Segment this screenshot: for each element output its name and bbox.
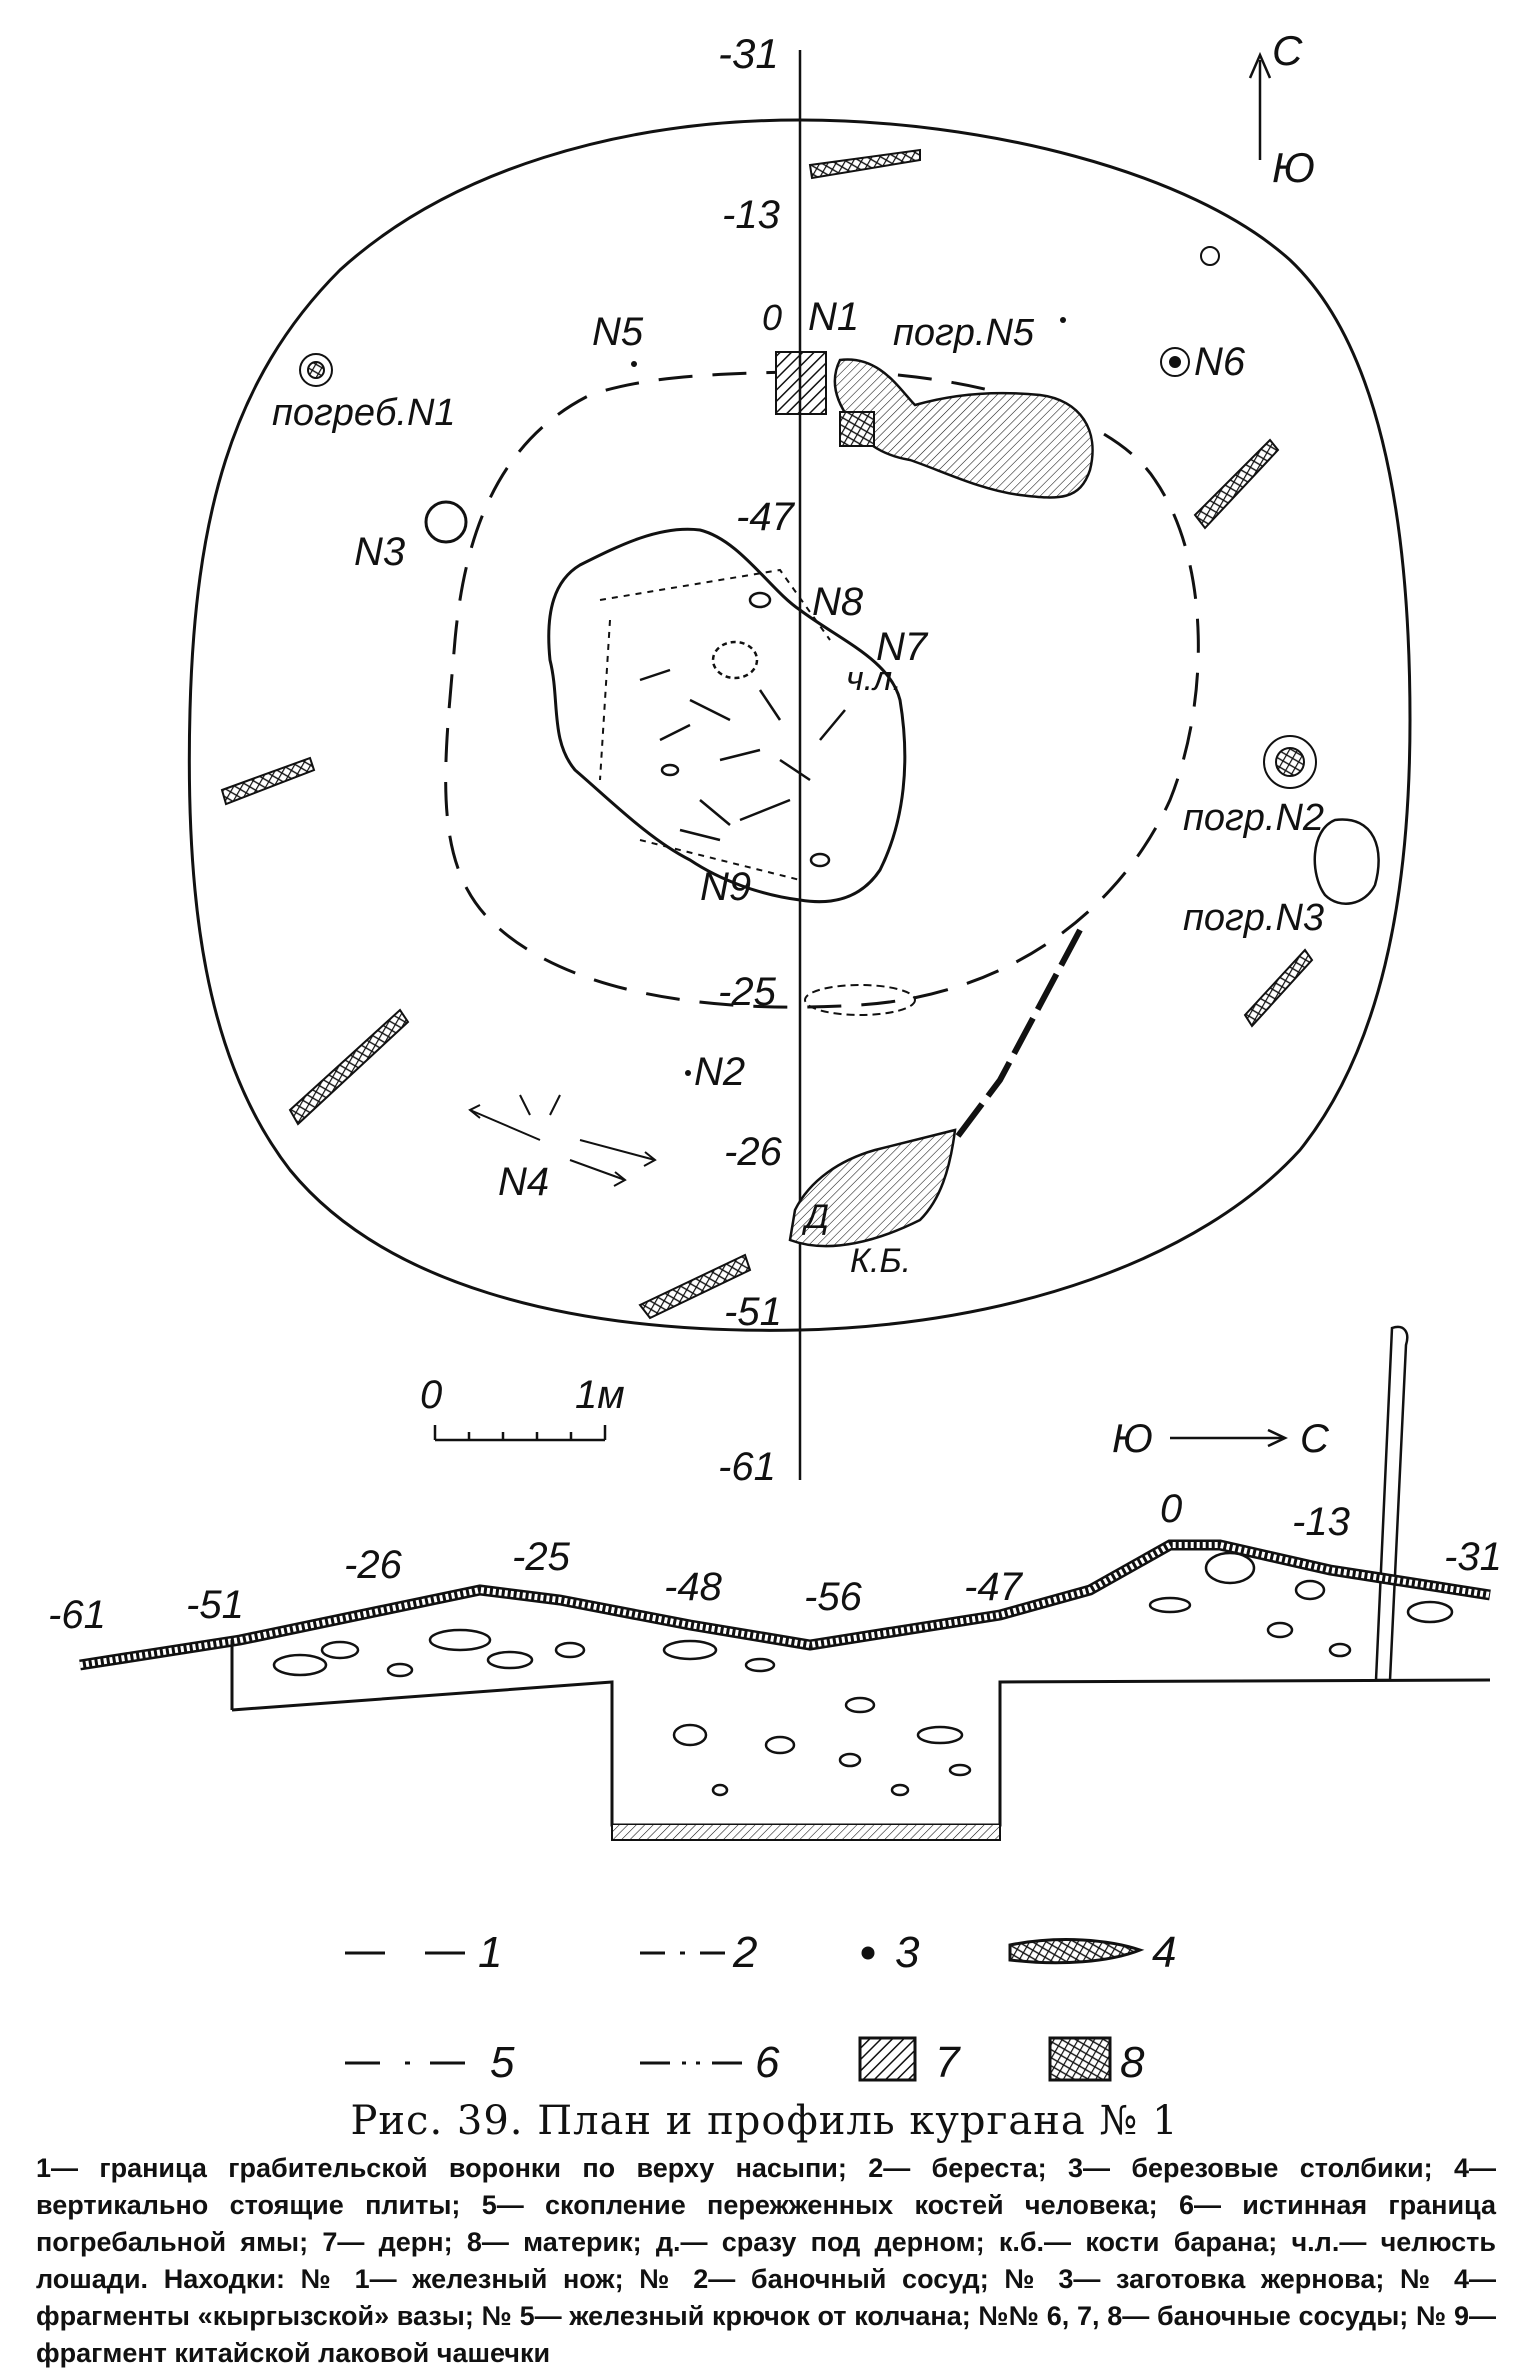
north-label-yu: Ю <box>1272 144 1315 191</box>
profile-dir-c: С <box>1300 1417 1330 1461</box>
dot-n5 <box>631 361 637 367</box>
burial-5-label: погр.N5 <box>893 312 1035 354</box>
legend-label-4: 4 <box>1152 1928 1176 1977</box>
pit-bones-group <box>639 591 846 868</box>
profile-label-m31: -31 <box>1444 1535 1502 1579</box>
burial-1-label: погреб.N1 <box>272 392 456 434</box>
n6-symbol <box>1160 347 1190 377</box>
axis-label-m47: -47 <box>736 495 796 539</box>
legend-label-5: 5 <box>490 2038 515 2087</box>
axis-label-m25: -25 <box>718 970 777 1014</box>
stone-row <box>952 928 1083 1142</box>
scale-one: 1м <box>575 1373 625 1417</box>
burial-3-label: погр.N3 <box>1183 897 1324 939</box>
n4-arrows <box>468 1094 657 1187</box>
mark-cl: ч.л. <box>846 660 902 698</box>
figure-caption-title: Рис. 39. План и профиль кургана № 1 <box>350 2098 1179 2144</box>
legend-label-2: 2 <box>732 1928 757 1977</box>
profile-label-m25: -25 <box>512 1535 571 1579</box>
find-n8: N8 <box>812 580 864 624</box>
dot-b5 <box>1060 317 1066 323</box>
legend-symbol-8 <box>1048 2036 1112 2082</box>
legend-symbol-4 <box>1008 1938 1145 1965</box>
profile-label-m48: -48 <box>664 1565 723 1609</box>
burial-strip <box>788 1128 957 1248</box>
profile-label-m51: -51 <box>186 1583 244 1627</box>
profile-label-m26: -26 <box>344 1543 403 1587</box>
legend-label-7: 7 <box>935 2038 961 2087</box>
profile-ground-inner <box>79 1542 1491 1668</box>
legend-label-1: 1 <box>478 1928 502 1977</box>
axis-label-m61: -61 <box>718 1445 776 1489</box>
find-n3: N3 <box>354 530 405 574</box>
profile-pit-outline <box>230 1640 1491 1827</box>
find-n1: N1 <box>808 295 859 339</box>
profile-label-m61: -61 <box>48 1593 106 1637</box>
small-circle-top-right <box>1200 246 1220 266</box>
ground-block <box>839 411 875 447</box>
north-label-c: С <box>1272 27 1303 74</box>
central-pit <box>547 527 907 904</box>
find-n7: N7 <box>876 625 929 669</box>
burial-3-outline <box>1313 818 1380 905</box>
north-arrow-head <box>1248 51 1272 79</box>
legend-symbol-3 <box>861 1946 875 1960</box>
burial-2-label: погр.N2 <box>1183 797 1324 839</box>
burial-1-symbol <box>299 353 333 387</box>
find-n6: N6 <box>1194 340 1246 384</box>
profile-dir-arrow-head <box>1267 1428 1288 1448</box>
legend-symbol-7 <box>858 2036 917 2082</box>
burial-2-symbol <box>1263 735 1317 789</box>
axis-label-m51: -51 <box>724 1290 782 1334</box>
find-n4: N4 <box>498 1160 549 1204</box>
find-n5: N5 <box>592 310 644 354</box>
axis-label-m13: -13 <box>722 193 780 237</box>
pit-inner-dash <box>599 568 831 881</box>
vertical-slabs <box>220 148 1314 1320</box>
n3-circle <box>424 500 468 544</box>
axis-label-zero: 0 <box>762 297 782 338</box>
mark-d: Д <box>801 1198 829 1236</box>
profile-label-m47: -47 <box>964 1565 1024 1609</box>
profile-pit-base <box>611 1825 1001 1841</box>
bone-cluster-lower <box>804 984 916 1016</box>
mark-kb: К.Б. <box>850 1242 911 1280</box>
profile-label-m56: -56 <box>804 1575 863 1619</box>
profile-post <box>1374 1325 1409 1682</box>
find-n2: N2 <box>694 1050 745 1094</box>
dot-n2 <box>685 1070 691 1076</box>
find-n9: N9 <box>700 865 751 909</box>
looting-funnel-boundary <box>444 369 1200 1009</box>
profile-label-m13: -13 <box>1292 1500 1350 1544</box>
legend-label-6: 6 <box>755 2038 780 2087</box>
legend <box>345 1938 1145 2082</box>
axis-label-m26: -26 <box>724 1130 783 1174</box>
axis-label-top: -31 <box>718 30 779 77</box>
scale-bar <box>433 1425 607 1442</box>
legend-label-8: 8 <box>1120 2038 1145 2087</box>
profile-stones <box>272 1551 1454 1797</box>
scale-zero: 0 <box>420 1373 442 1417</box>
legend-label-3: 3 <box>895 1928 920 1977</box>
figure-caption-text: 1— граница грабительской воронки по верх… <box>36 2153 1496 2368</box>
profile-dir-yu: Ю <box>1112 1417 1153 1461</box>
profile-label-zero: 0 <box>1160 1487 1182 1531</box>
profile-ground-surface <box>79 1539 1491 1671</box>
